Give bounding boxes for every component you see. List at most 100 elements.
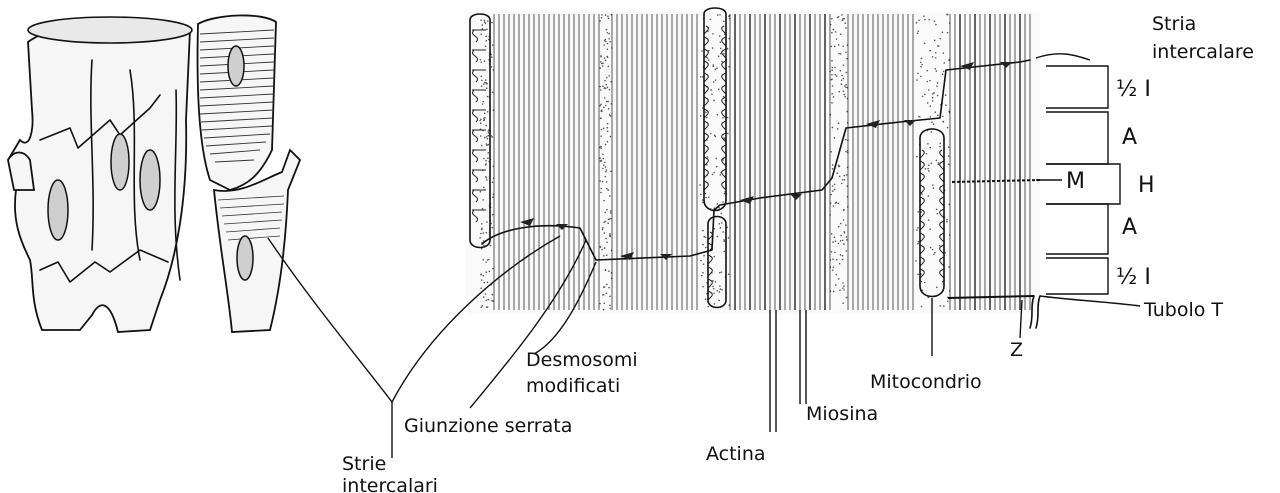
stipple-dot [838, 226, 840, 228]
stipple-dot [832, 67, 834, 69]
stipple-dot [846, 72, 848, 74]
stipple-dot [927, 168, 929, 170]
stipple-dot [843, 289, 845, 291]
cardiac-fibers-drawing [8, 15, 300, 332]
stipple-dot [715, 69, 717, 71]
stipple-dot [605, 238, 607, 240]
stipple-dot [948, 155, 950, 157]
stipple-dot [926, 153, 928, 155]
stipple-dot [929, 50, 931, 52]
stipple-dot [609, 89, 611, 91]
stipple-dot [842, 45, 844, 47]
stipple-dot [718, 223, 720, 225]
stipple-dot [705, 111, 707, 113]
stipple-dot [599, 20, 601, 22]
label-mitocondrio: Mitocondrio [870, 371, 982, 393]
stipple-dot [712, 33, 714, 35]
stipple-dot [713, 292, 715, 294]
stipple-dot [710, 19, 712, 21]
stipple-dot [926, 81, 928, 83]
stipple-dot [599, 157, 601, 159]
stipple-dot [481, 85, 483, 87]
stipple-dot [486, 177, 488, 179]
stipple-dot [835, 284, 837, 286]
nucleus [48, 180, 68, 240]
label-stria-intercalare-2: intercalare [1152, 41, 1254, 63]
stipple-dot [482, 101, 484, 103]
stipple-dot [712, 47, 714, 49]
stipple-dot [836, 274, 838, 276]
stipple-dot [831, 32, 833, 34]
stipple-dot [935, 57, 937, 59]
stipple-dot [609, 195, 611, 197]
stipple-dot [599, 86, 601, 88]
stipple-dot [728, 273, 730, 275]
stipple-dot [840, 254, 842, 256]
stipple-dot [485, 23, 487, 25]
stipple-dot [487, 135, 489, 137]
stipple-dot [599, 105, 601, 107]
stipple-dot [929, 228, 931, 230]
stipple-dot [720, 41, 722, 43]
stipple-dot [943, 305, 945, 307]
stipple-dot [719, 272, 721, 274]
stipple-dot [947, 14, 949, 16]
stipple-dot [946, 219, 948, 221]
stipple-dot [916, 229, 918, 231]
stipple-dot [705, 247, 707, 249]
stipple-dot [480, 191, 482, 193]
stipple-dot [608, 75, 610, 77]
stipple-dot [699, 184, 701, 186]
stipple-dot [931, 121, 933, 123]
stipple-dot [492, 294, 494, 296]
stipple-dot [604, 80, 606, 82]
stipple-dot [948, 266, 950, 268]
stipple-dot [834, 189, 836, 191]
stipple-dot [835, 240, 837, 242]
stipple-dot [491, 300, 493, 302]
stipple-dot [487, 138, 489, 140]
stipple-dot [604, 212, 606, 214]
stipple-dot [707, 156, 709, 158]
stipple-dot [846, 174, 848, 176]
stipple-dot [482, 199, 484, 201]
stipple-dot [727, 133, 729, 135]
stipple-dot [943, 52, 945, 54]
stipple-dot [601, 14, 603, 16]
stipple-dot [487, 111, 489, 113]
stipple-dot [485, 160, 487, 162]
stipple-dot [481, 145, 483, 147]
stipple-dot [492, 91, 494, 93]
stipple-dot [831, 60, 833, 62]
stipple-dot [719, 14, 721, 16]
stipple-dot [600, 146, 602, 148]
stipple-dot [479, 237, 481, 239]
stipple-dot [846, 236, 848, 238]
stipple-dot [603, 303, 605, 305]
stipple-dot [845, 151, 847, 153]
stipple-dot [916, 22, 918, 24]
stipple-dot [481, 279, 483, 281]
stipple-dot [924, 43, 926, 45]
stipple-dot [921, 306, 923, 308]
stipple-dot [607, 141, 609, 143]
stipple-dot [481, 223, 483, 225]
stipple-dot [700, 260, 702, 262]
stipple-dot [484, 20, 486, 22]
stipple-dot [841, 83, 843, 85]
stipple-dot [929, 80, 931, 82]
stipple-dot [942, 116, 944, 118]
stipple-dot [942, 31, 944, 33]
stipple-dot [608, 18, 610, 20]
stipple-dot [608, 287, 610, 289]
stipple-dot [846, 297, 848, 299]
stipple-dot [604, 57, 606, 59]
stipple-dot [948, 164, 950, 166]
stipple-dot [924, 282, 926, 284]
fiber-trunk [8, 21, 190, 332]
stipple-dot [485, 261, 487, 263]
stipple-dot [937, 45, 939, 47]
stipple-dot [927, 143, 929, 145]
stipple-dot [491, 22, 493, 24]
